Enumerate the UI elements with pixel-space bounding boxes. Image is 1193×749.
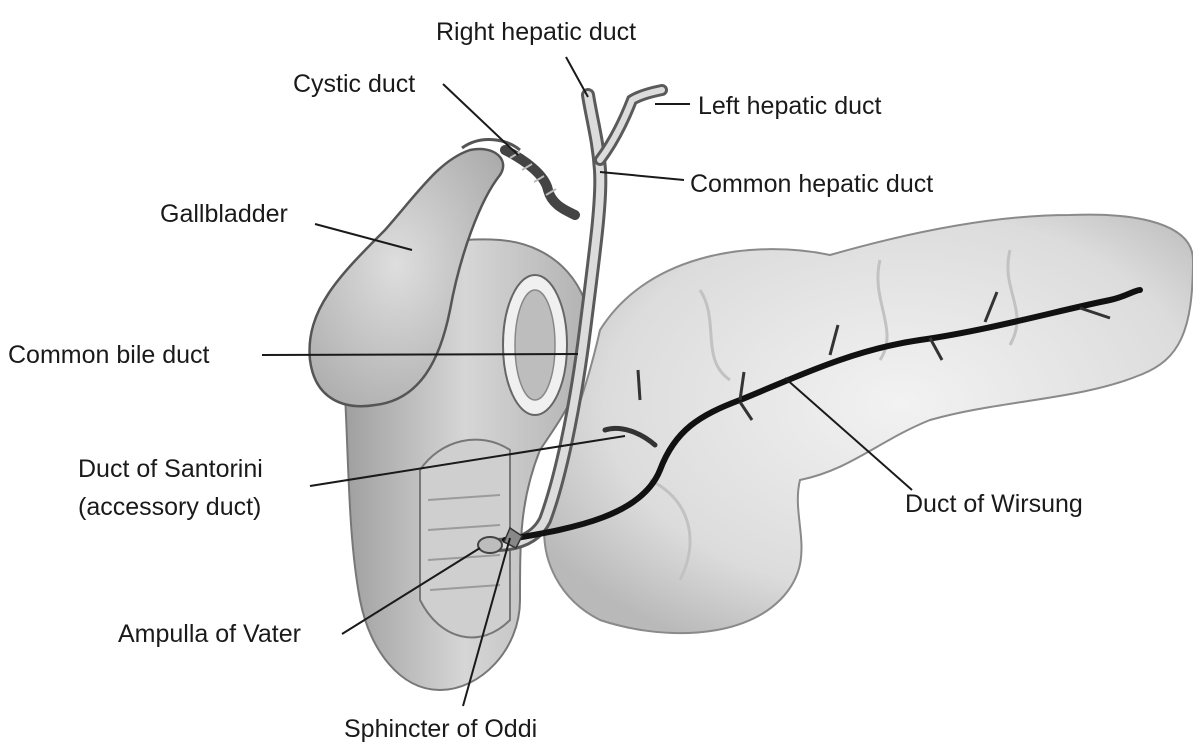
label-left-hepatic-duct: Left hepatic duct: [698, 92, 882, 120]
label-duct-of-santorini-line1: Duct of Santorini: [78, 455, 263, 483]
label-gallbladder: Gallbladder: [160, 200, 288, 228]
ampulla: [478, 537, 502, 553]
cystic-duct: [505, 150, 575, 215]
label-common-hepatic-duct: Common hepatic duct: [690, 170, 933, 198]
label-duct-of-wirsung: Duct of Wirsung: [905, 490, 1083, 518]
label-cystic-duct: Cystic duct: [293, 70, 415, 98]
pancreas: [544, 215, 1193, 634]
label-ampulla-of-vater: Ampulla of Vater: [118, 620, 301, 648]
leader-common-bile-duct: [262, 354, 578, 355]
label-right-hepatic-duct: Right hepatic duct: [436, 18, 636, 46]
label-common-bile-duct: Common bile duct: [8, 341, 210, 369]
label-duct-of-santorini-line2: (accessory duct): [78, 493, 261, 521]
label-sphincter-of-oddi: Sphincter of Oddi: [344, 715, 537, 743]
leader-common-hepatic-duct: [600, 172, 684, 180]
leader-right-hepatic-duct: [566, 57, 588, 97]
leader-cystic-duct: [443, 84, 518, 155]
